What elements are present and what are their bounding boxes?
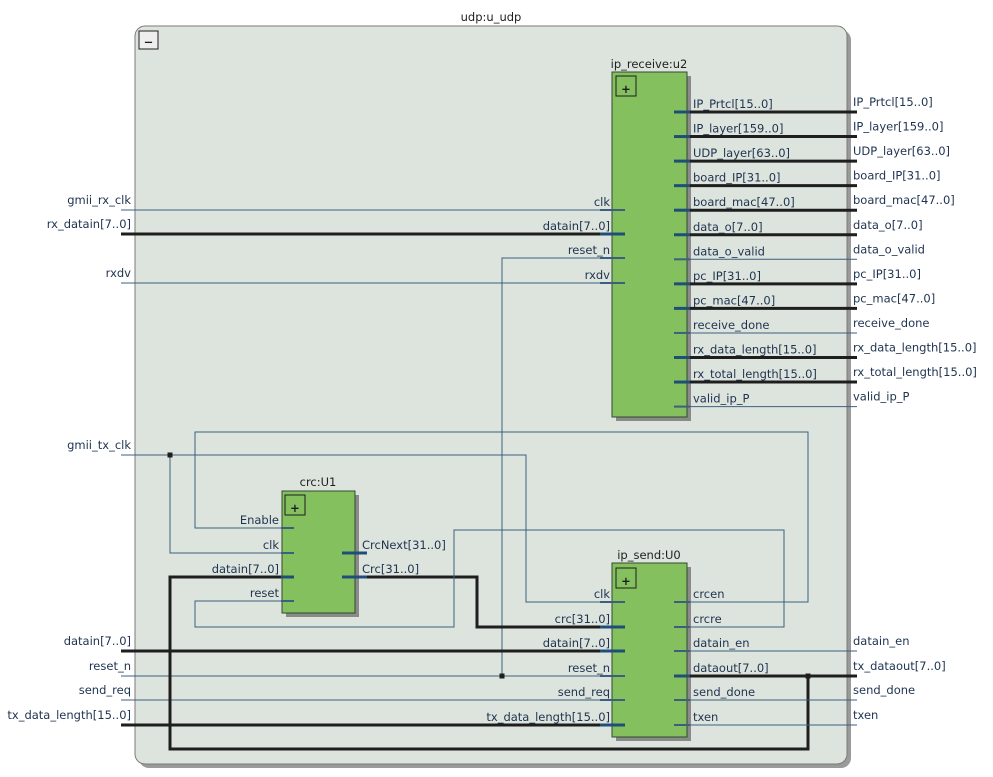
top-output-label: txen bbox=[853, 708, 878, 722]
top-input-label: send_req bbox=[79, 683, 131, 697]
ip-receive-output-label: IP_Prtcl[15..0] bbox=[693, 97, 773, 111]
ip-receive-input-label: datain[7..0] bbox=[543, 219, 610, 233]
ip-receive-output-label: data_o_valid bbox=[693, 244, 765, 258]
ip-send-output-label: crcen bbox=[693, 587, 725, 601]
top-input-label: reset_n bbox=[89, 659, 131, 673]
top-output-label: IP_layer[159..0] bbox=[853, 120, 943, 134]
crc-title: crc:U1 bbox=[300, 475, 337, 489]
ip-receive-input-label: clk bbox=[594, 195, 611, 209]
ip-send-input-label: clk bbox=[594, 587, 611, 601]
top-input-label: rx_datain[7..0] bbox=[47, 217, 131, 231]
top-output-label: board_mac[47..0] bbox=[853, 193, 955, 207]
top-output-label: rx_data_length[15..0] bbox=[853, 341, 977, 355]
top-output-label: data_o[7..0] bbox=[853, 218, 923, 232]
top-input-label: gmii_rx_clk bbox=[67, 193, 131, 207]
minus-icon: − bbox=[144, 35, 154, 49]
net-gmii-tx-clk bbox=[121, 454, 600, 603]
ip-send-output-label: txen bbox=[693, 710, 718, 724]
ip-send-output-label: crcre bbox=[693, 612, 722, 626]
ip-send-output-label: dataout[7..0] bbox=[693, 661, 769, 675]
ip-send-expand-button[interactable]: + bbox=[615, 567, 637, 589]
crc-output-label: Crc[31..0] bbox=[362, 562, 419, 576]
top-input-label: datain[7..0] bbox=[64, 634, 131, 648]
ip-receive-output-label: UDP_layer[63..0] bbox=[693, 146, 790, 160]
ip-receive-output-label: valid_ip_P bbox=[693, 392, 750, 406]
container-title: udp:u_udp bbox=[461, 10, 522, 24]
top-output-label: board_IP[31..0] bbox=[853, 169, 941, 183]
top-output-label: valid_ip_P bbox=[853, 390, 910, 404]
crc-input-label: reset bbox=[250, 586, 280, 600]
top-output-label: pc_mac[47..0] bbox=[853, 291, 935, 305]
ip-receive-output-label: IP_layer[159..0] bbox=[693, 122, 783, 136]
top-output-label: data_o_valid bbox=[853, 242, 925, 256]
ip-receive-output-label: data_o[7..0] bbox=[693, 220, 763, 234]
ip-receive-input-label: rxdv bbox=[585, 268, 611, 282]
top-output-label: send_done bbox=[853, 683, 915, 697]
junction-dot bbox=[805, 673, 811, 679]
ip-receive-input-label: reset_n bbox=[568, 243, 610, 257]
wires bbox=[121, 110, 857, 751]
net-crc-clk bbox=[169, 455, 281, 554]
net-crcre bbox=[194, 529, 785, 628]
ip-send-output-label: datain_en bbox=[693, 636, 750, 650]
top-input-label: tx_data_length[15..0] bbox=[7, 708, 131, 722]
ip-send-input-label: reset_n bbox=[568, 661, 610, 675]
ip-receive-output-label: board_mac[47..0] bbox=[693, 195, 795, 209]
ip-send-output-label: send_done bbox=[693, 685, 755, 699]
ip-receive-output-label: pc_IP[31..0] bbox=[693, 269, 761, 283]
ip-receive-output-label: receive_done bbox=[693, 318, 769, 332]
ip-send-input-label: send_req bbox=[558, 685, 610, 699]
crc-expand-button[interactable]: + bbox=[284, 494, 306, 516]
crc-input-label: Enable bbox=[240, 513, 279, 527]
net-reset-n-receive bbox=[501, 257, 600, 676]
top-output-label: pc_IP[31..0] bbox=[853, 267, 921, 281]
ip-send-input-label: crc[31..0] bbox=[555, 612, 610, 626]
ip-receive-expand-button[interactable]: + bbox=[615, 75, 637, 97]
ip-send-input-label: datain[7..0] bbox=[543, 636, 610, 650]
top-output-label: IP_Prtcl[15..0] bbox=[853, 95, 933, 109]
collapse-button[interactable]: − bbox=[138, 30, 159, 50]
top-output-label: UDP_layer[63..0] bbox=[853, 144, 950, 158]
ip-receive-output-label: rx_data_length[15..0] bbox=[693, 343, 817, 357]
plus-icon: + bbox=[290, 501, 300, 515]
top-input-label: rxdv bbox=[106, 266, 132, 280]
junction-dot bbox=[499, 673, 505, 679]
junction-dot bbox=[167, 452, 173, 458]
ports: clkdatain[7..0]reset_nrxdvIP_Prtcl[15..0… bbox=[7, 95, 977, 727]
crc-input-label: datain[7..0] bbox=[212, 562, 279, 576]
crc-input-label: clk bbox=[263, 538, 280, 552]
plus-icon: + bbox=[621, 82, 631, 96]
ip-send-title: ip_send:U0 bbox=[617, 548, 681, 562]
ip-receive-output-label: rx_total_length[15..0] bbox=[693, 367, 817, 381]
top-output-label: receive_done bbox=[853, 316, 929, 330]
ip-receive-output-label: pc_mac[47..0] bbox=[693, 293, 775, 307]
ip-receive-block[interactable] bbox=[611, 71, 688, 418]
crc-output-label: CrcNext[31..0] bbox=[362, 538, 446, 552]
ip-receive-output-label: board_IP[31..0] bbox=[693, 171, 781, 185]
top-output-label: rx_total_length[15..0] bbox=[853, 365, 977, 379]
net-crc bbox=[367, 575, 600, 629]
top-output-label: datain_en bbox=[853, 634, 910, 648]
top-input-label: gmii_tx_clk bbox=[67, 438, 131, 452]
ip-receive-title: ip_receive:u2 bbox=[611, 57, 688, 71]
top-output-label: tx_dataout[7..0] bbox=[853, 659, 946, 673]
plus-icon: + bbox=[621, 574, 631, 588]
net-crcen bbox=[194, 431, 809, 603]
ip-send-input-label: tx_data_length[15..0] bbox=[486, 710, 610, 724]
